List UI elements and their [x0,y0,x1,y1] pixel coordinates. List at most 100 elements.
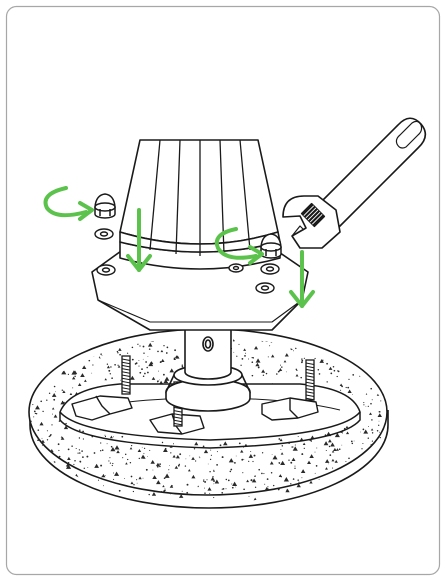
speckle [251,478,257,483]
speckle [254,475,256,476]
speckle [142,477,144,479]
speckle [286,489,288,491]
speckle [175,454,180,459]
speckle [53,414,58,418]
speckle [294,467,296,469]
speckle [278,367,283,371]
curved-rotate-arrow-icon [214,227,264,265]
speckle [120,379,121,381]
speckle [290,461,293,464]
speckle [46,399,48,401]
speckle [106,365,110,369]
speckle [82,430,84,433]
speckle [114,363,116,366]
speckle [347,389,352,393]
speckle [300,376,302,379]
speckle [33,416,35,418]
speckle [227,479,230,482]
speckle [303,357,305,359]
speckle [314,357,316,360]
speckle [155,462,160,467]
speckle [147,356,149,357]
speckle [213,483,215,485]
speckle [169,484,174,488]
speckle [118,347,122,351]
speckle [63,401,65,404]
speckle [136,479,138,481]
speckle [148,493,150,496]
speckle [35,413,38,415]
speckle [79,452,81,454]
speckle [100,353,102,355]
speckle [254,486,257,488]
speckle [184,465,187,467]
speckle [160,491,163,493]
speckle [291,446,294,448]
speckle [251,374,254,377]
speckle [79,460,82,463]
down-arrow-icon [126,208,152,272]
speckle [340,389,342,391]
speckle [50,434,52,436]
speckle [181,365,184,368]
speckle [57,443,60,446]
speckle [240,364,242,366]
speckle [330,372,333,375]
speckle [101,449,104,451]
speckle [361,448,363,450]
speckle [350,440,353,443]
speckle [181,490,183,492]
speckle [203,449,209,454]
speckle [221,491,224,494]
speckle [164,473,170,478]
speckle [269,461,274,465]
speckle [60,436,65,440]
speckle [231,486,234,489]
speckle [41,437,43,439]
speckle [48,392,51,395]
speckle [40,400,43,403]
speckle [32,404,34,406]
speckle [159,379,160,381]
speckle [238,343,240,345]
speckle [138,359,140,361]
speckle [174,465,179,469]
speckle [284,353,289,357]
speckle [285,371,287,373]
speckle [71,376,76,380]
speckle [152,469,154,471]
speckle [261,472,263,475]
speckle [104,435,107,438]
speckle [328,439,332,443]
speckle [301,477,303,479]
speckle [162,484,165,488]
speckle [216,464,218,466]
stud-back-right [305,359,315,401]
speckle [145,361,147,363]
speckle [114,471,120,476]
speckle [272,455,278,460]
speckle [112,436,114,438]
speckle [288,459,290,461]
speckle [310,440,313,442]
speckle [98,356,101,358]
speckle [250,479,253,482]
speckle [142,375,145,377]
speckle [317,368,320,371]
cap-nut-left [94,193,116,219]
speckle [129,461,132,464]
speckle [157,350,159,353]
speckle [213,470,215,472]
speckle [181,364,184,366]
speckle [71,445,73,447]
speckle [109,435,113,439]
speckle [281,366,283,368]
speckle [326,362,328,365]
speckle [186,491,189,494]
speckle [352,374,355,376]
speckle [243,458,245,460]
speckle [117,365,121,368]
speckle [177,464,180,467]
speckle [248,358,250,360]
